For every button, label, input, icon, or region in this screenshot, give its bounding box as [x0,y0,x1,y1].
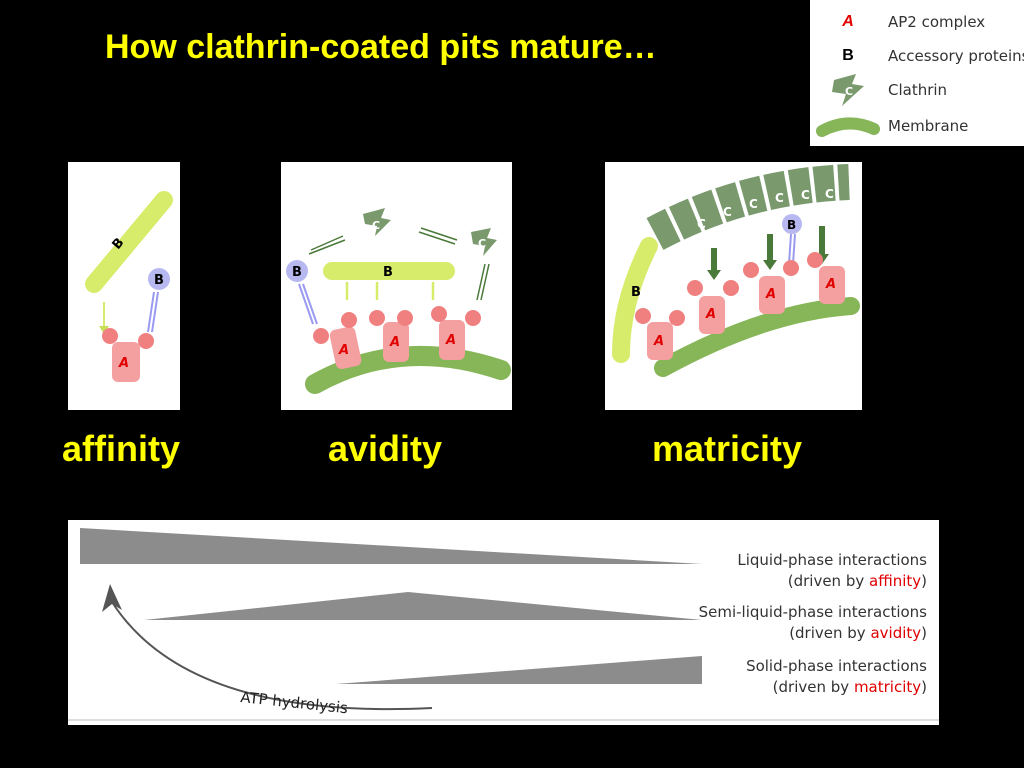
svg-text:A: A [765,287,776,302]
atp-label: ATP hydrolysis [240,688,349,717]
avidity-diagram: C C B B A A A [286,208,511,394]
atp-arrow-head-icon [102,584,122,612]
liquid-phase-wedge [80,528,702,564]
phase-driver: matricity [853,678,922,696]
svg-text:A: A [389,335,400,350]
phase-solid: Solid-phase interactions (driven by matr… [746,656,927,698]
clathrin-symbol: C [810,74,886,106]
matricity-panel: C C C C C C B B A A A A [605,162,862,410]
legend-label: Membrane [888,117,969,135]
svg-text:B: B [154,273,164,288]
affinity-panel: B B A [68,162,180,410]
legend-label: Clathrin [888,81,948,99]
phase-driver-line: (driven by avidity) [789,624,927,642]
svg-text:C: C [478,237,486,250]
svg-text:C: C [749,197,758,211]
phase-label: Solid-phase interactions [746,657,927,675]
phase-diagram: ATP hydrolysis Liquid-phase interactions… [68,520,939,725]
svg-text:B: B [631,285,641,300]
accessory-symbol: B [842,47,854,64]
svg-text:B: B [383,265,393,280]
membrane-symbol [810,112,886,140]
svg-text:C: C [801,188,810,202]
phase-label: Liquid-phase interactions [737,551,927,569]
legend-item-ap2: A AP2 complex [810,8,1024,36]
svg-text:C: C [723,205,732,219]
svg-text:C: C [825,187,834,201]
svg-text:C: C [697,217,706,231]
phase-driver-line: (driven by matricity) [772,678,927,696]
svg-text:A: A [825,277,836,292]
phase-semi-liquid: Semi-liquid-phase interactions (driven b… [699,602,927,644]
legend-item-accessory: B Accessory proteins [810,42,1024,70]
svg-text:A: A [118,356,129,371]
svg-text:A: A [445,333,456,348]
phase-wedges: ATP hydrolysis [68,528,939,721]
phase-driver: avidity [870,624,922,642]
caption-affinity: affinity [62,428,181,469]
membrane-icon [816,117,880,137]
affinity-diagram: B B A [85,191,173,382]
svg-text:C: C [372,219,380,232]
slide-title: How clathrin-coated pits mature… [105,28,657,66]
legend: A AP2 complex B Accessory proteins C Cla… [810,0,1024,146]
legend-item-clathrin: C Clathrin [810,74,1024,106]
svg-text:A: A [338,343,349,358]
svg-text:C: C [775,191,784,205]
caption-matricity: matricity [652,428,803,469]
legend-label: Accessory proteins [888,47,1024,65]
phase-driver: affinity [869,572,922,590]
ap2-symbol: A [842,13,854,30]
legend-label: AP2 complex [888,13,986,31]
avidity-panel: C C B B A A A [281,162,512,410]
semi-liquid-phase-wedge [144,592,702,620]
phase-liquid: Liquid-phase interactions (driven by aff… [737,550,927,592]
matricity-diagram: C C C C C C B B A A A A [612,164,860,377]
atp-arrow-path [111,601,433,711]
caption-avidity: avidity [328,428,443,469]
svg-text:A: A [653,334,664,349]
phase-label: Semi-liquid-phase interactions [698,603,927,621]
svg-text:A: A [705,307,716,322]
phase-driver-line: (driven by affinity) [787,572,927,590]
svg-text:C: C [845,85,853,98]
svg-text:B: B [292,265,302,280]
svg-text:B: B [787,218,796,232]
solid-phase-wedge [336,656,702,684]
clathrin-icon: C [832,74,864,106]
legend-item-membrane: Membrane [810,112,1024,140]
